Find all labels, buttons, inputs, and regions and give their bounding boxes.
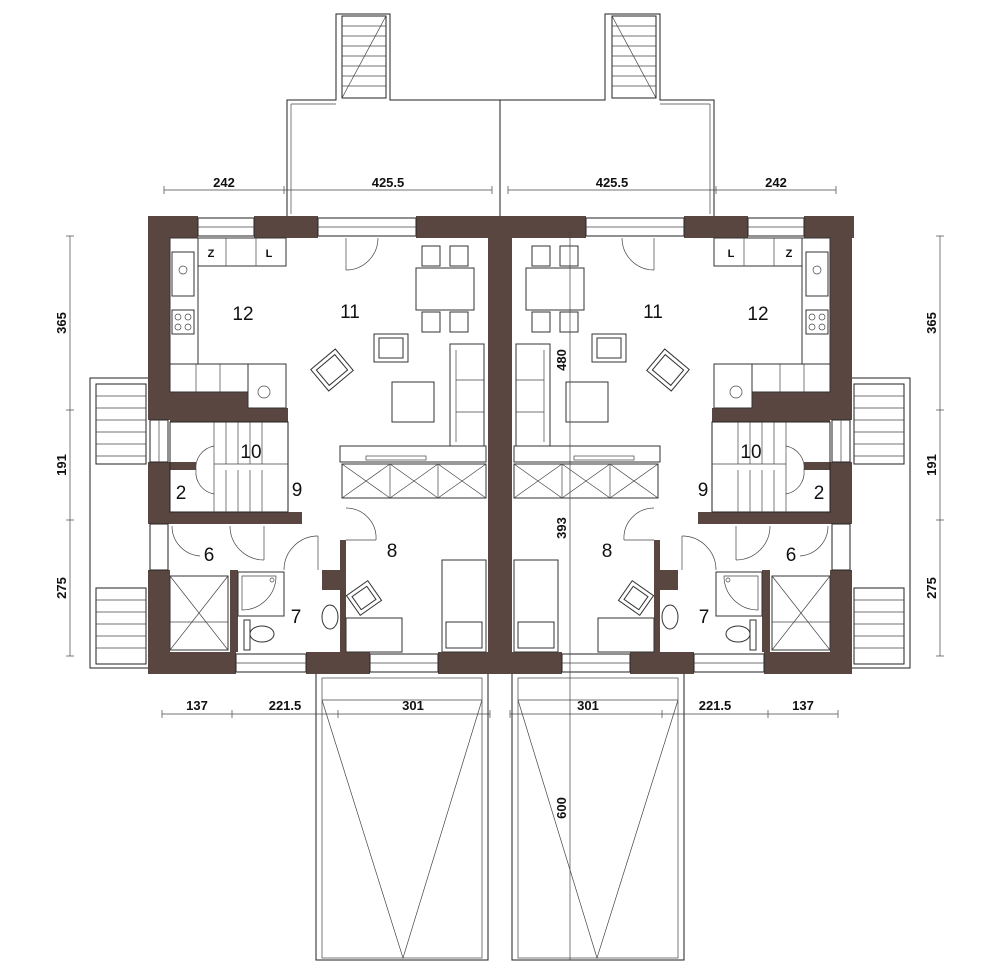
stair-side-left bbox=[89, 377, 148, 669]
dim-bottom-301-left: 301 bbox=[402, 698, 424, 713]
terrace bbox=[286, 13, 715, 218]
dim-mid-600: 600 bbox=[554, 797, 569, 819]
right-room-12: 12 bbox=[747, 304, 768, 325]
dim-mid-393: 393 bbox=[554, 517, 569, 539]
left-room-12: 12 bbox=[232, 304, 253, 325]
dim-left-275: 275 bbox=[54, 577, 69, 599]
dim-top-right-outer: 242 bbox=[765, 175, 787, 190]
dim-bottom-137-left: 137 bbox=[186, 698, 208, 713]
right-room-8: 8 bbox=[602, 541, 613, 562]
dim-bottom-137-right: 137 bbox=[792, 698, 814, 713]
left-room-7: 7 bbox=[291, 607, 302, 628]
fixture-l-right: L bbox=[728, 248, 735, 260]
right-room-7: 7 bbox=[699, 607, 710, 628]
stair-top-right bbox=[611, 15, 657, 99]
dim-bottom-2215-right: 221.5 bbox=[699, 698, 732, 713]
dim-top-left-inner: 425.5 bbox=[372, 175, 405, 190]
reference-lines bbox=[568, 231, 572, 960]
dim-right-365: 365 bbox=[924, 312, 939, 334]
fixture-z-right: Z bbox=[786, 248, 793, 260]
garage-right bbox=[511, 671, 685, 961]
left-unit-furniture bbox=[169, 237, 487, 653]
dim-bottom-301-right: 301 bbox=[577, 698, 599, 713]
left-room-11: 11 bbox=[340, 302, 360, 323]
stair-side-right bbox=[852, 377, 911, 669]
dim-top-right-inner: 425.5 bbox=[596, 175, 629, 190]
doors bbox=[171, 237, 829, 571]
stair-top-left bbox=[341, 15, 387, 99]
windows bbox=[149, 217, 851, 673]
right-room-9: 9 bbox=[698, 480, 709, 501]
dim-right-191: 191 bbox=[924, 454, 939, 476]
dim-left-365: 365 bbox=[54, 312, 69, 334]
dim-top-left-outer: 242 bbox=[213, 175, 235, 190]
right-room-11: 11 bbox=[643, 302, 663, 323]
left-room-10: 10 bbox=[240, 442, 261, 463]
dimension-lines bbox=[66, 186, 944, 718]
fixture-l-left: L bbox=[266, 248, 273, 260]
fixture-z-left: Z bbox=[208, 248, 215, 260]
dim-right-275: 275 bbox=[924, 577, 939, 599]
dim-left-191: 191 bbox=[54, 454, 69, 476]
left-room-9: 9 bbox=[292, 480, 303, 501]
left-room-2: 2 bbox=[176, 483, 187, 504]
left-room-8: 8 bbox=[387, 541, 398, 562]
walls bbox=[148, 216, 854, 674]
right-unit-furniture bbox=[513, 237, 831, 653]
right-room-6: 6 bbox=[786, 545, 797, 566]
right-room-2: 2 bbox=[814, 483, 825, 504]
dim-mid-480: 480 bbox=[554, 349, 569, 371]
garage-left bbox=[315, 671, 489, 961]
dim-bottom-2215-left: 221.5 bbox=[269, 698, 302, 713]
right-room-10: 10 bbox=[740, 442, 761, 463]
left-room-6: 6 bbox=[204, 545, 215, 566]
